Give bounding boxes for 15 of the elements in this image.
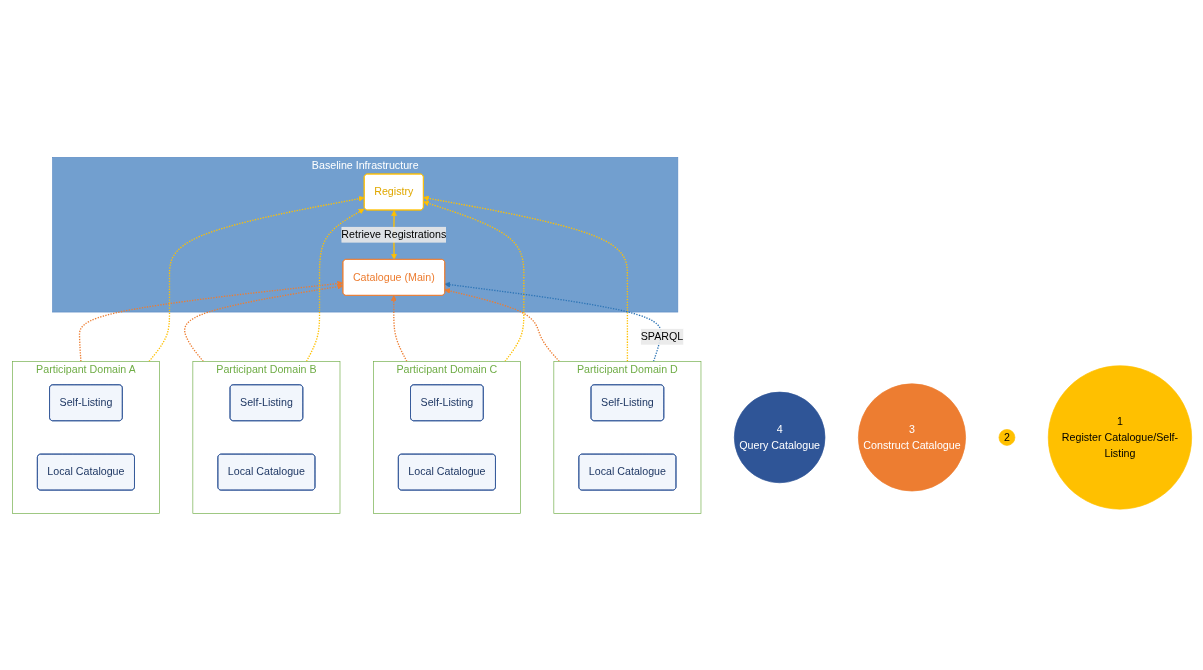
arrow (443, 281, 662, 362)
arrow (305, 208, 364, 362)
arrow (390, 294, 407, 362)
arrow (422, 195, 628, 362)
arrow (422, 200, 524, 362)
node-circle: 1 Register Catalogue/Self-Listing (1047, 365, 1192, 510)
arrow (78, 280, 343, 362)
edge-label: SPARQL (640, 330, 683, 342)
node-circle: 4 Query Catalogue (733, 391, 825, 483)
edge-label: Retrieve Registrations (340, 228, 446, 240)
node-circle: 2 (998, 428, 1015, 446)
arrow (183, 283, 343, 362)
node-circle: 3 Construct Catalogue (857, 383, 966, 491)
arrow (147, 195, 364, 362)
arrow (443, 287, 560, 362)
